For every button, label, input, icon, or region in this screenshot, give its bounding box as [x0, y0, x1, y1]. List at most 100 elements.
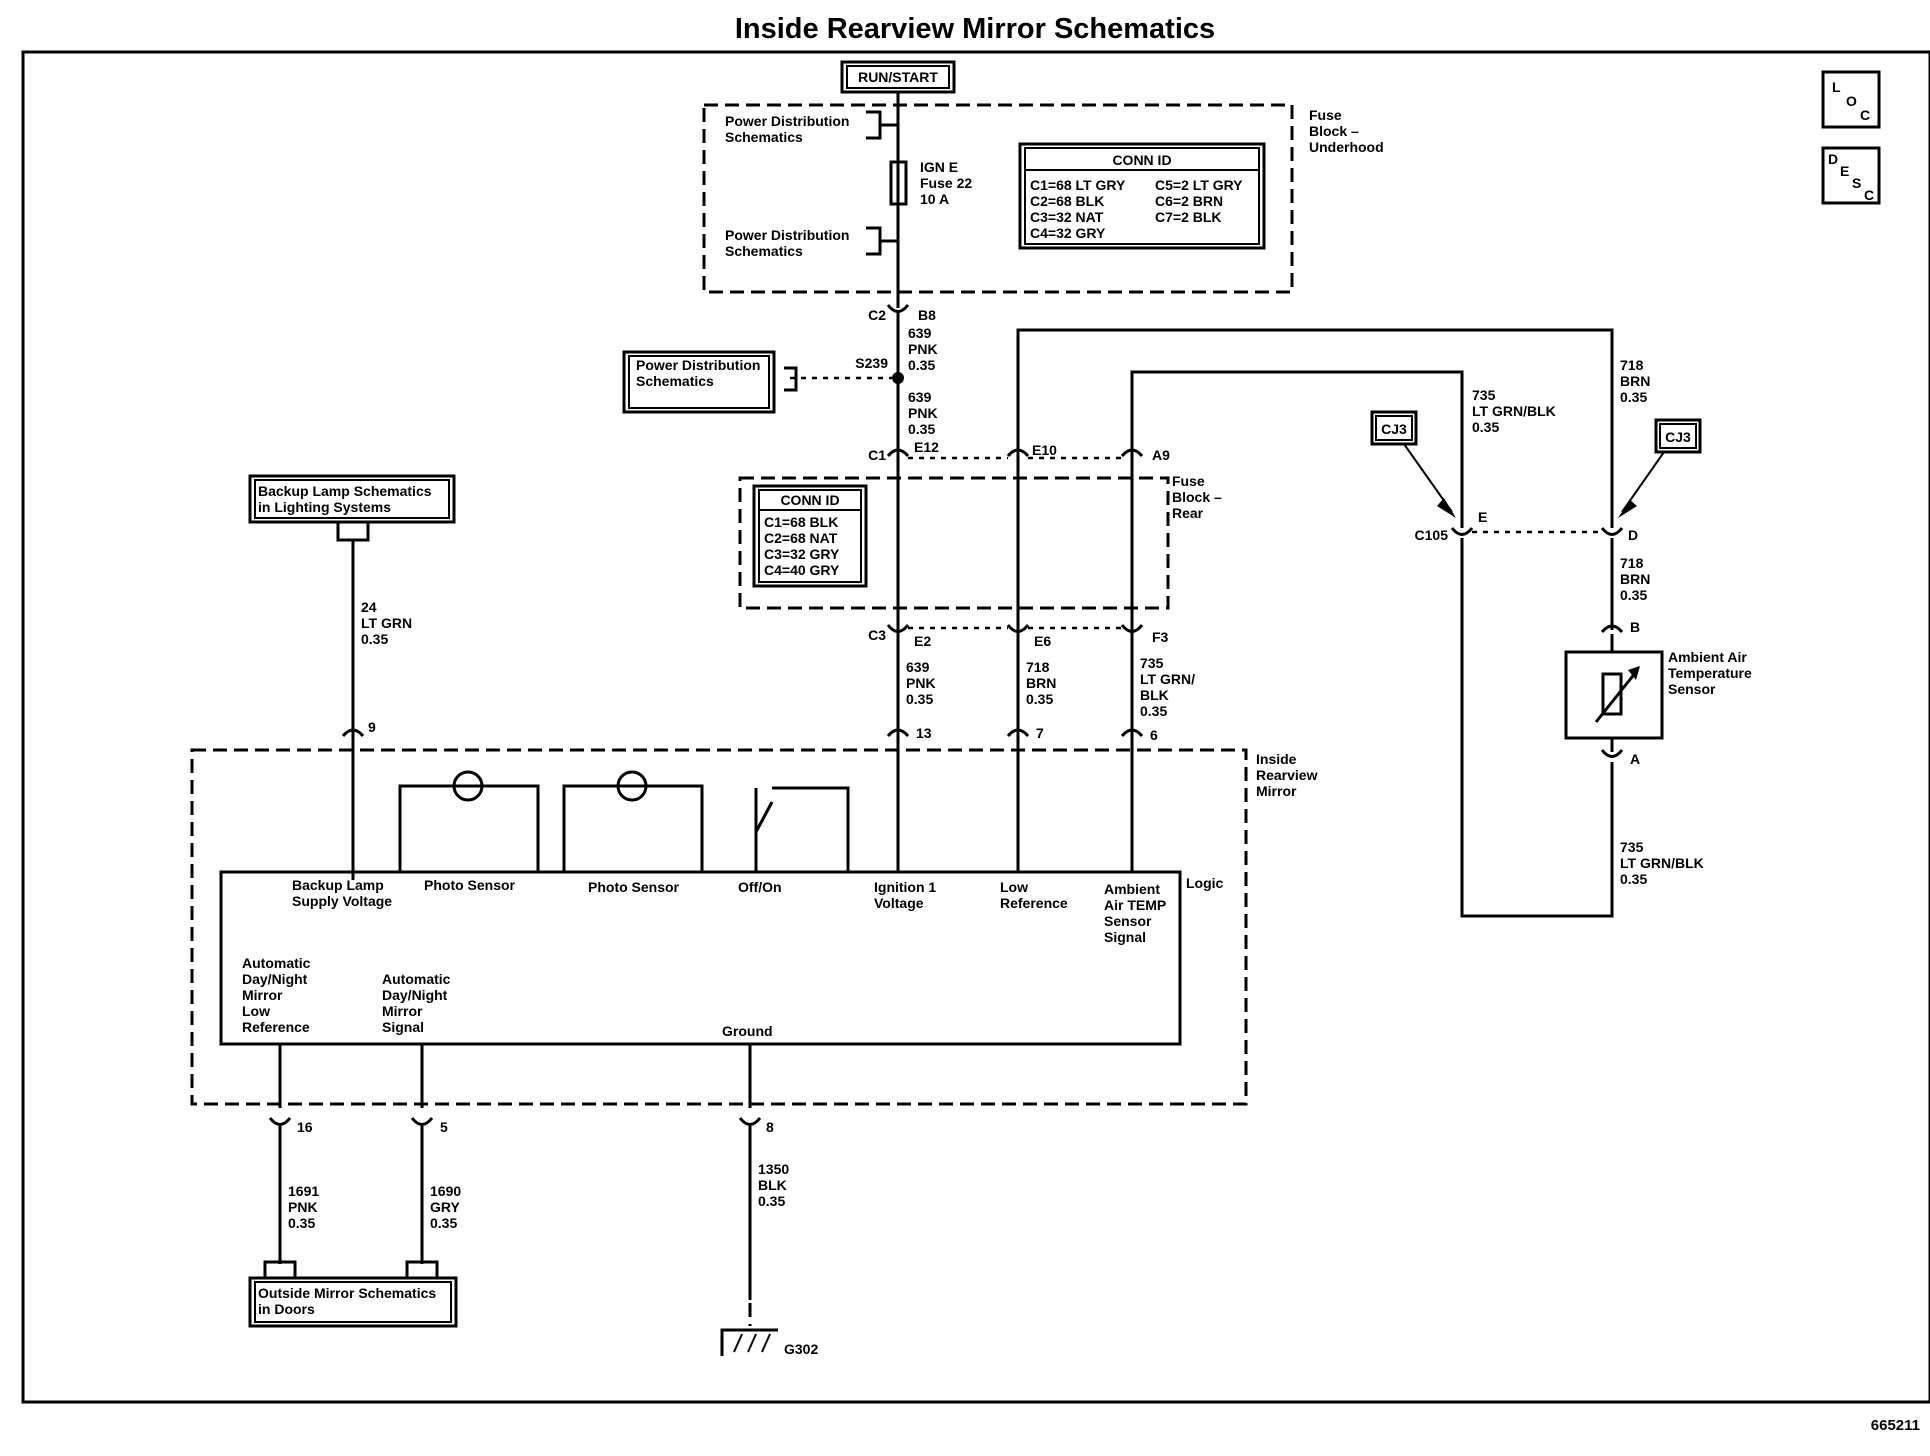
- svg-text:LT GRN: LT GRN: [361, 615, 412, 631]
- svg-text:Low: Low: [242, 1003, 270, 1019]
- connector-c1-pin-e12: E12: [914, 439, 939, 455]
- logic-label: Logic: [1186, 875, 1224, 891]
- svg-text:1350: 1350: [758, 1161, 789, 1177]
- wire-735-top: [1130, 370, 1464, 528]
- svg-text:C2=68 NAT: C2=68 NAT: [764, 530, 838, 546]
- svg-text:C4=40 GRY: C4=40 GRY: [764, 562, 840, 578]
- connector-c3: [886, 624, 1144, 633]
- svg-text:0.35: 0.35: [908, 357, 935, 373]
- svg-text:24: 24: [361, 599, 377, 615]
- mirror-pin-5: 5: [440, 1119, 448, 1135]
- svg-text:Schematics: Schematics: [636, 373, 714, 389]
- inside-rearview-mirror-label: Inside Rearview Mirror: [1256, 751, 1318, 799]
- svg-text:C7=2 BLK: C7=2 BLK: [1155, 209, 1222, 225]
- mirror-pin-9: 9: [368, 719, 376, 735]
- svg-text:Air TEMP: Air TEMP: [1104, 897, 1166, 913]
- svg-text:Sensor: Sensor: [1104, 913, 1152, 929]
- svg-text:in Doors: in Doors: [258, 1301, 315, 1317]
- connector-c3-label: C3: [868, 627, 886, 643]
- svg-text:639: 639: [908, 389, 932, 405]
- sensor-connector-b: [1600, 624, 1624, 634]
- fuse-block-rear-label: Fuse Block – Rear: [1172, 473, 1222, 521]
- svg-text:Reference: Reference: [1000, 895, 1068, 911]
- svg-text:639: 639: [908, 325, 932, 341]
- svg-text:Fuse 22: Fuse 22: [920, 175, 972, 191]
- svg-text:C3=32 GRY: C3=32 GRY: [764, 546, 840, 562]
- figure-number: 665211: [1871, 1417, 1920, 1434]
- svg-text:E: E: [1840, 163, 1849, 179]
- connector-c3-pin-f3: F3: [1152, 629, 1169, 645]
- function-photo-sensor-2: Photo Sensor: [588, 879, 680, 895]
- svg-text:BRN: BRN: [1620, 373, 1650, 389]
- svg-text:RUN/START: RUN/START: [858, 69, 938, 85]
- fuse-block-underhood-box: [702, 103, 1294, 294]
- function-photo-sensor-1: Photo Sensor: [424, 877, 516, 893]
- svg-text:PNK: PNK: [906, 675, 936, 691]
- svg-text:Backup Lamp: Backup Lamp: [292, 877, 384, 893]
- svg-text:Mirror: Mirror: [1256, 783, 1297, 799]
- svg-text:Outside Mirror Schematics: Outside Mirror Schematics: [258, 1285, 436, 1301]
- svg-text:Mirror: Mirror: [382, 1003, 423, 1019]
- function-backup-lamp-supply: Backup Lamp Supply Voltage: [292, 877, 392, 909]
- svg-text:BRN: BRN: [1026, 675, 1056, 691]
- svg-text:Schematics: Schematics: [725, 129, 803, 145]
- svg-text:Fuse: Fuse: [1172, 473, 1205, 489]
- svg-text:735: 735: [1472, 387, 1496, 403]
- fuse-22-icon: [889, 160, 908, 206]
- function-off-on: Off/On: [738, 879, 782, 895]
- svg-text:Rearview: Rearview: [1256, 767, 1318, 783]
- svg-text:S: S: [1852, 175, 1861, 191]
- connector-c105-pin-e: E: [1478, 509, 1487, 525]
- wire-718-sensor-label: 718 BRN 0.35: [1620, 555, 1650, 603]
- outside-mirror-ref-box: Outside Mirror Schematics in Doors: [248, 1260, 458, 1328]
- backup-lamp-ref-box: Backup Lamp Schematics in Lighting Syste…: [248, 474, 456, 542]
- svg-text:735: 735: [1620, 839, 1644, 855]
- svg-text:C: C: [1860, 107, 1870, 123]
- svg-text:Supply Voltage: Supply Voltage: [292, 893, 392, 909]
- loc-icon[interactable]: L O C: [1821, 70, 1881, 129]
- wire-1691-label: 1691 PNK 0.35: [288, 1183, 319, 1231]
- function-auto-day-night-signal: Automatic Day/Night Mirror Signal: [382, 971, 451, 1035]
- svg-text:PNK: PNK: [908, 341, 938, 357]
- svg-text:0.35: 0.35: [1472, 419, 1499, 435]
- svg-text:Block –: Block –: [1309, 123, 1359, 139]
- ground-icon: [720, 1328, 778, 1356]
- connector-c2-label: C2: [868, 307, 886, 323]
- wire-639-mid-label: 639 PNK 0.35: [908, 389, 938, 437]
- svg-text:CJ3: CJ3: [1665, 429, 1691, 445]
- svg-text:Signal: Signal: [382, 1019, 424, 1035]
- cj3-left-callout: CJ3: [1370, 410, 1456, 518]
- svg-text:0.35: 0.35: [1140, 703, 1167, 719]
- ground-g302-label: G302: [784, 1341, 818, 1357]
- svg-text:PNK: PNK: [908, 405, 938, 421]
- photo-sensor-1-icon: [398, 770, 540, 872]
- connector-c1-pin-e10: E10: [1032, 442, 1057, 458]
- svg-text:CONN ID: CONN ID: [1112, 152, 1171, 168]
- sensor-connector-a: [1600, 749, 1624, 758]
- cj3-right-callout: CJ3: [1618, 418, 1702, 518]
- svg-text:639: 639: [906, 659, 930, 675]
- wire-735-top-label: 735 LT GRN/BLK 0.35: [1472, 387, 1556, 435]
- svg-text:Ambient: Ambient: [1104, 881, 1160, 897]
- connector-c3-pin-e2: E2: [914, 633, 931, 649]
- svg-text:0.35: 0.35: [288, 1215, 315, 1231]
- function-low-reference: Low Reference: [1000, 879, 1068, 911]
- function-ignition-voltage: Ignition 1 Voltage: [874, 879, 936, 911]
- connector-c2-icon: [886, 304, 910, 313]
- svg-text:Automatic: Automatic: [242, 955, 311, 971]
- svg-text:Automatic: Automatic: [382, 971, 451, 987]
- desc-icon[interactable]: D E S C: [1821, 146, 1881, 205]
- svg-text:C2=68 BLK: C2=68 BLK: [1030, 193, 1104, 209]
- svg-text:Sensor: Sensor: [1668, 681, 1716, 697]
- wire-718-top-label: 718 BRN 0.35: [1620, 357, 1650, 405]
- svg-text:Power Distribution: Power Distribution: [636, 357, 760, 373]
- svg-text:Day/Night: Day/Night: [242, 971, 308, 987]
- svg-text:0.35: 0.35: [1620, 871, 1647, 887]
- mirror-pin-16: 16: [297, 1119, 313, 1135]
- connector-c105-pin-d: D: [1628, 527, 1638, 543]
- svg-text:718: 718: [1026, 659, 1050, 675]
- wire-639-upper-label: 639 PNK 0.35: [908, 325, 938, 373]
- wire-718-top: [1016, 328, 1614, 528]
- svg-text:C1=68 LT GRY: C1=68 LT GRY: [1030, 177, 1126, 193]
- svg-text:BRN: BRN: [1620, 571, 1650, 587]
